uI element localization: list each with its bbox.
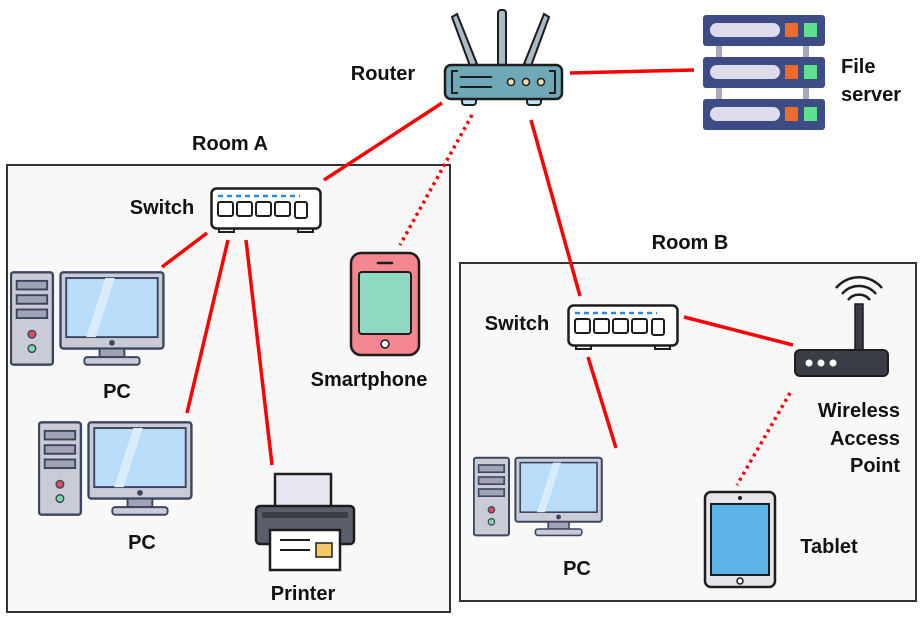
tablet-label: Tablet bbox=[800, 536, 858, 558]
link-router-switch-b bbox=[529, 119, 582, 297]
switch-b-label: Switch bbox=[485, 313, 549, 335]
link-switch-a-pc-a1 bbox=[160, 231, 209, 269]
room-a-label: Room A bbox=[192, 133, 268, 155]
wap-label-line1: Wireless bbox=[818, 400, 900, 422]
smartphone-icon bbox=[349, 251, 421, 357]
pc-a2-label: PC bbox=[128, 532, 156, 554]
pc-a1-label: PC bbox=[103, 381, 131, 403]
printer-label: Printer bbox=[271, 583, 336, 605]
link-switch-a-pc-a2 bbox=[185, 239, 230, 414]
file-server-icon bbox=[703, 15, 825, 130]
wap-label-line2: Access bbox=[830, 428, 900, 450]
link-router-file-server bbox=[569, 68, 695, 75]
router-icon bbox=[443, 9, 564, 106]
link-switch-a-printer bbox=[244, 239, 274, 466]
switch-a-label: Switch bbox=[130, 197, 194, 219]
link-switch-b-wap bbox=[683, 315, 794, 347]
switch-b-icon bbox=[567, 304, 679, 351]
file-server-label-line2: server bbox=[841, 84, 901, 106]
printer-icon bbox=[254, 472, 356, 572]
wap-label-line3: Point bbox=[850, 455, 900, 477]
switch-a-icon bbox=[210, 187, 322, 234]
router-label: Router bbox=[351, 63, 416, 85]
wireless-access-point-icon bbox=[794, 276, 889, 377]
link-switch-b-pc-b bbox=[586, 356, 618, 449]
room-a-box bbox=[6, 164, 451, 613]
link-router-switch-a bbox=[323, 101, 443, 182]
smartphone-label: Smartphone bbox=[311, 369, 428, 391]
room-b-label: Room B bbox=[652, 232, 729, 254]
tablet-icon bbox=[703, 490, 777, 589]
pc-b-label: PC bbox=[563, 558, 591, 580]
file-server-label-line1: File bbox=[841, 56, 875, 78]
